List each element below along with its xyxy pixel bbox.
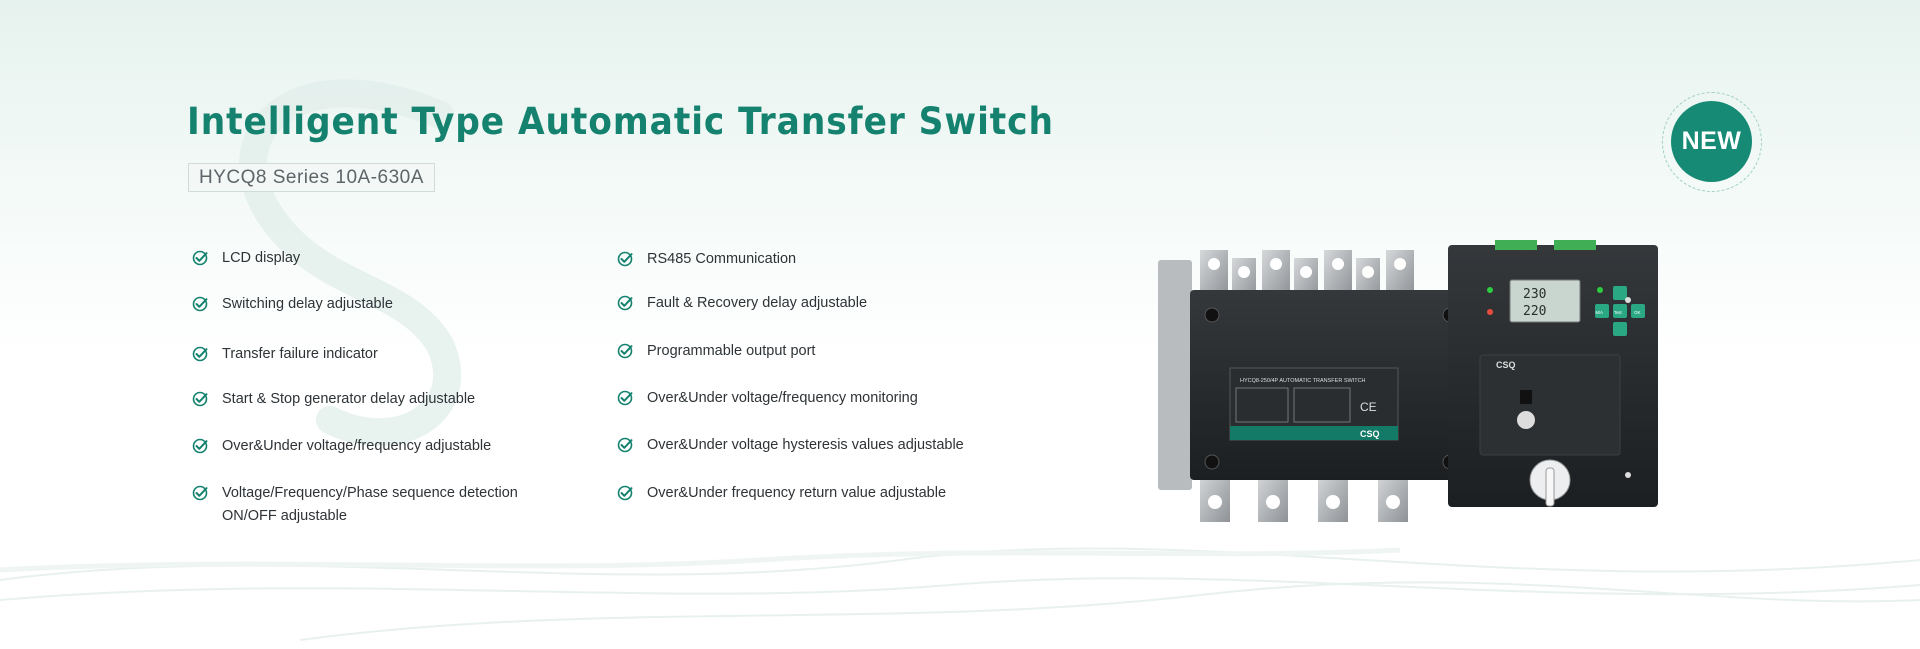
green-connector: [1554, 240, 1596, 250]
lcd-screen: [1509, 279, 1581, 323]
feature-item: Start & Stop generator delay adjustable: [192, 388, 476, 411]
check-icon: [617, 390, 633, 406]
check-icon: [617, 295, 633, 311]
feature-label: Over&Under frequency return value adjust…: [647, 485, 947, 501]
page-title: Intelligent Type Automatic Transfer Swit…: [187, 100, 1054, 143]
feature-item: Fault & Recovery delay adjustable: [617, 292, 868, 315]
controller-buttons: M/A Test OK: [1595, 286, 1645, 336]
feature-label: Transfer failure indicator: [222, 346, 378, 362]
feature-item: RS485 Communication: [617, 248, 797, 271]
check-icon: [617, 343, 633, 359]
feature-label: Switching delay adjustable: [222, 296, 393, 312]
feature-label: Start & Stop generator delay adjustable: [222, 391, 476, 407]
feature-label: LCD display: [222, 250, 301, 266]
label-title: HYCQ8-250/4P AUTOMATIC TRANSFER SWITCH: [1240, 378, 1366, 384]
feature-label: Fault & Recovery delay adjustable: [647, 295, 868, 311]
check-icon: [192, 438, 208, 454]
check-icon: [192, 250, 208, 266]
lcd-top-value: 230: [1523, 287, 1546, 302]
ok-button-label: OK: [1634, 310, 1641, 315]
transfer-switch-image: HYCQ8-250/4P AUTOMATIC TRANSFER SWITCH C…: [1158, 240, 1658, 522]
new-badge-label: NEW: [1671, 101, 1752, 182]
feature-label: Over&Under voltage/frequency adjustable: [222, 438, 492, 454]
series-subtitle: HYCQ8 Series 10A-630A: [188, 163, 435, 192]
feature-label: Programmable output port: [647, 343, 816, 359]
check-icon: [192, 346, 208, 362]
feature-item: Over&Under voltage hysteresis values adj…: [617, 434, 964, 457]
feature-item: Over&Under frequency return value adjust…: [617, 482, 947, 505]
feature-item: Over&Under voltage/frequency adjustable: [192, 435, 492, 458]
feature-item: LCD display: [192, 247, 301, 270]
check-icon: [617, 485, 633, 501]
check-icon: [192, 296, 208, 312]
mounting-bracket: [1158, 260, 1192, 490]
bottom-terminals: [1200, 472, 1408, 522]
feature-item: Over&Under voltage/frequency monitoring: [617, 387, 918, 410]
feature-item: Transfer failure indicator: [192, 343, 378, 366]
feature-label-continued: ON/OFF adjustable: [222, 508, 347, 524]
feature-label: Voltage/Frequency/Phase sequence detecti…: [222, 485, 518, 501]
lcd-bottom-value: 220: [1523, 304, 1546, 319]
controller-brand: CSQ: [1496, 360, 1516, 370]
check-icon: [192, 485, 208, 501]
feature-label: RS485 Communication: [647, 251, 797, 267]
feature-item: Switching delay adjustable: [192, 293, 393, 316]
controller-lower-panel: [1479, 354, 1621, 456]
feature-item: Programmable output port: [617, 340, 816, 363]
new-badge: NEW: [1662, 92, 1762, 192]
label-brand: CSQ: [1360, 429, 1380, 439]
check-icon: [617, 251, 633, 267]
ma-button-label: M/A: [1596, 310, 1604, 315]
top-terminals: [1200, 250, 1414, 298]
test-button-label: Test: [1614, 310, 1623, 315]
check-icon: [192, 391, 208, 407]
ce-mark: CE: [1360, 400, 1377, 414]
check-icon: [617, 437, 633, 453]
feature-item: Voltage/Frequency/Phase sequence detecti…: [192, 482, 518, 528]
feature-label: Over&Under voltage hysteresis values adj…: [647, 437, 964, 453]
feature-label: Over&Under voltage/frequency monitoring: [647, 390, 918, 406]
green-connector: [1495, 240, 1537, 250]
